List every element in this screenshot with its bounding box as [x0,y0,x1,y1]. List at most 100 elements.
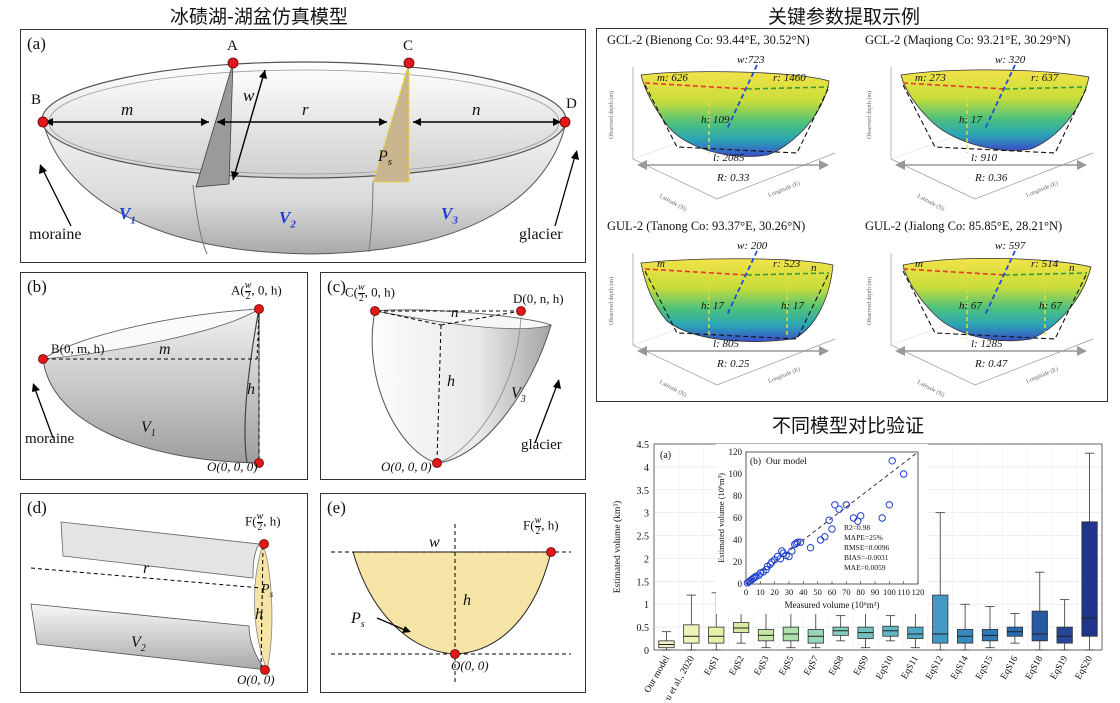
label-h: h: 17 [701,300,724,312]
label-l: l: 1285 [971,338,1003,350]
v2-label-d: V2 [131,634,146,655]
v1-label-b: V1 [141,419,156,440]
inset-y-tick: 80 [733,491,743,501]
origin-d: O(0, 0) [237,672,275,687]
dim-h-d: h [255,606,263,623]
box [1031,610,1048,642]
boxplot-chart: 00.511.522.533.544.5(a)Estimated volume … [612,440,1103,700]
label-m: m [915,258,923,270]
x-tick-label: EqS2 [728,654,747,677]
scatter-point [842,501,851,509]
point-c-marker [403,57,415,69]
axis-depth: Observed depth (m) [608,91,615,139]
scatter-point [793,538,802,546]
label-l: l: 910 [971,152,997,164]
panel-d-svg [30,521,273,675]
scatter-point [778,547,786,555]
label-R: R: 0.25 [716,358,750,370]
point-b-marker [37,116,49,128]
label-w: w:723 [737,54,765,66]
x-tick-label: EqS18 [1024,654,1045,681]
x-tick-label: EqS8 [827,654,846,677]
dim-r: r [302,100,309,119]
axis-depth: Observed depth (m) [866,277,873,325]
v3-label: V3 [441,204,458,227]
inset-y-tick: 40 [733,535,743,545]
scatter-point [828,525,836,533]
panel-e-label: (e) [327,498,346,517]
label-R: R: 0.36 [974,172,1008,184]
box [708,626,725,644]
inset-y-tick: 120 [729,447,743,457]
label-w: w: 320 [995,54,1026,66]
scatter-point [750,573,759,582]
scatter-point [825,516,833,524]
x-tick-label: EqS20 [1074,654,1095,681]
example-title: GCL-2 (Maqiong Co: 93.21°E, 30.29°N) [865,33,1071,47]
dim-r-d: r [143,560,150,577]
point-b-label: B [31,92,42,108]
inset-x-label: Measured volume (10⁶m³) [785,600,880,610]
origin-c: O(0, 0, 0) [381,459,432,474]
scatter-point [821,533,829,541]
moraine-label: moraine [29,226,82,243]
scatter-point [899,470,908,478]
axis-lat: Latitude (N) [916,379,946,399]
label-l: l: 805 [713,338,739,350]
label-h: h: 67 [959,300,982,312]
scatter-point [788,547,796,555]
panel-a: (a) [20,29,586,263]
inset-stat: MAPE=25% [844,533,883,542]
inset-x-tick: 30 [785,587,794,597]
scatter-point [762,566,770,574]
label-n: n [811,262,817,274]
label-m: m: 626 [657,72,688,84]
right-top-title: 关键参数提取示例 [768,6,921,28]
axis-lon: Longitude (E) [1025,366,1059,385]
right-bottom-title: 不同模型对比验证 [772,415,925,437]
dim-w-e: w [429,534,440,551]
inset-y-tick: 20 [733,557,743,567]
axis-lat: Latitude (N) [658,379,688,399]
x-tick-label: EqS11 [900,654,921,681]
inset-stat: RMSE=0.0096 [844,543,890,552]
inset-stat: BIAS=-0.0031 [844,553,889,562]
y-tick-label: 0 [644,646,649,657]
box [1081,521,1098,637]
x-tick-label: EqS14 [949,654,970,681]
x-tick-label: EqS16 [999,654,1020,681]
left-title: 冰碛湖-湖盆仿真模型 [170,6,348,28]
dim-h-b: h [247,381,255,398]
label-r: r: 514 [1031,258,1059,270]
scatter-point [831,501,839,509]
y-tick-label: 3.5 [637,486,650,497]
dim-m-b: m [159,341,171,358]
box [1056,626,1073,644]
x-tick-label: EqS15 [974,654,995,681]
point-b-coord: B(0, m, h) [51,341,105,356]
dim-n-c: n [451,305,459,321]
origin-b: O(0, 0, 0) [207,459,258,474]
x-tick-label: EqS1 [703,654,722,677]
x-tick-label: EqS12 [924,654,945,681]
point-a-label: A [227,38,238,54]
x-tick-label: EqS5 [778,654,797,677]
v3-label-c: V3 [511,385,526,406]
box [683,624,700,644]
label-h2: h: 17 [781,300,804,312]
inset-stat: R2=0.98 [844,523,870,532]
axis-depth: Observed depth (m) [608,277,615,325]
y-tick-label: 2.5 [637,532,650,543]
point-a-marker [227,57,239,69]
inset-x-tick: 120 [912,587,925,597]
point-d-marker [559,116,571,128]
label-h: h: 109 [701,114,730,126]
